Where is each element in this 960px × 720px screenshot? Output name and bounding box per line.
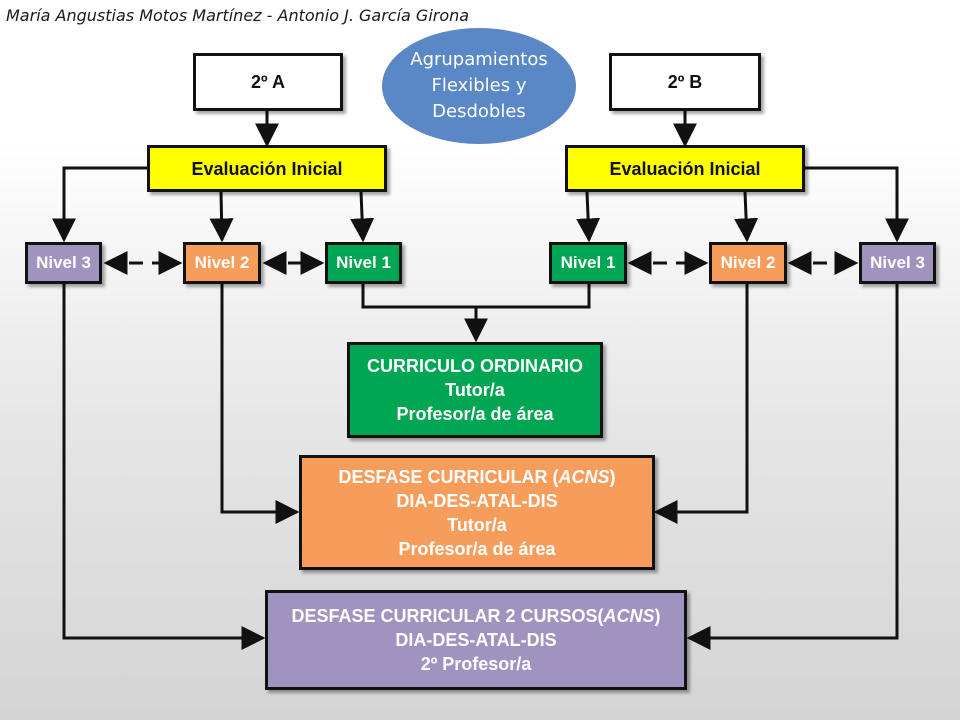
arrow-nivel2b-to-desfase [653, 284, 749, 524]
title-oval: Agrupamientos Flexibles y Desdobles [382, 28, 576, 144]
line-nivel1a-join [361, 284, 591, 309]
arrow-evala-to-nivel1 [350, 191, 375, 243]
nivel2-b-label: Nivel 2 [720, 253, 776, 272]
nivel2-a-box: Nivel 2 [183, 242, 261, 284]
eval-a-box: Evaluación Inicial [147, 145, 387, 192]
title-oval-text: Agrupamientos Flexibles y Desdobles [410, 49, 548, 122]
desfase-line2: DIA-DES-ATAL-DIS [396, 490, 558, 511]
nivel1-b-label: Nivel 1 [560, 253, 616, 272]
desfase-line4: Profesor/a de área [398, 538, 556, 559]
author-credit: María Angustias Motos Martínez - Antonio… [6, 6, 470, 25]
arrow-evalb-to-nivel3 [805, 166, 909, 243]
desfase2-line1-prefix: DESFASE CURRICULAR 2 CURSOS( [291, 606, 604, 626]
desfase-line1-acns: ACNS [558, 466, 610, 487]
desfase2-line3: 2º Profesor/a [420, 654, 532, 674]
desfase2-line1-suffix: ) [654, 606, 661, 626]
nivel1-b-box: Nivel 1 [549, 242, 627, 284]
curriculo-line1: CURRICULO ORDINARIO [367, 356, 583, 376]
arrow-nivel3b-to-desfase2 [686, 284, 899, 650]
nivel1-a-label: Nivel 1 [336, 253, 391, 272]
eval-a-label: Evaluación Inicial [191, 158, 343, 179]
nivel3-b-label: Nivel 3 [870, 253, 925, 272]
desfase2-line2: DIA-DES-ATAL-DIS [395, 630, 557, 650]
arrow-nivel3a-to-desfase2 [62, 284, 266, 650]
curriculo-box: CURRICULO ORDINARIO Tutor/a Profesor/a d… [347, 342, 603, 438]
desfase-line1-suffix: ) [609, 466, 616, 487]
desfase-box: DESFASE CURRICULAR (ACNS) DIA-DES-ATAL-D… [299, 455, 655, 570]
desfase2-line1: DESFASE CURRICULAR 2 CURSOS(ACNS) [291, 604, 660, 628]
desfase-line3: Tutor/a [447, 514, 507, 535]
group-2a-label: 2º A [251, 72, 285, 92]
eval-b-label: Evaluación Inicial [609, 158, 761, 179]
desfase2-box: DESFASE CURRICULAR 2 CURSOS(ACNS) DIA-DE… [265, 590, 687, 690]
curriculo-line3: Profesor/a de área [396, 404, 554, 424]
arrow-evala-to-nivel3 [52, 166, 149, 243]
desfase2-line1-acns: ACNS [603, 606, 655, 626]
nivel3-a-label: Nivel 3 [36, 253, 91, 272]
nivel3-b-box: Nivel 3 [859, 242, 936, 284]
nivel3-a-box: Nivel 3 [25, 242, 102, 284]
group-2a-box: 2º A [193, 53, 343, 111]
arrow-evala-to-nivel2 [209, 191, 234, 243]
nivel1-a-box: Nivel 1 [325, 242, 402, 284]
arrow-evalb-to-nivel2 [734, 191, 759, 243]
group-2b-label: 2º B [667, 72, 703, 92]
desfase-line1-prefix: DESFASE CURRICULAR ( [338, 466, 559, 487]
arrow-nivel2a-to-desfase [220, 284, 300, 524]
eval-b-box: Evaluación Inicial [565, 145, 805, 192]
arrow-evalb-to-nivel1 [576, 191, 601, 243]
nivel2-b-box: Nivel 2 [709, 242, 787, 284]
desfase-line1: DESFASE CURRICULAR (ACNS) [338, 465, 615, 489]
nivel2-a-label: Nivel 2 [194, 253, 250, 272]
group-2b-box: 2º B [609, 53, 761, 111]
curriculo-line2: Tutor/a [445, 380, 505, 400]
